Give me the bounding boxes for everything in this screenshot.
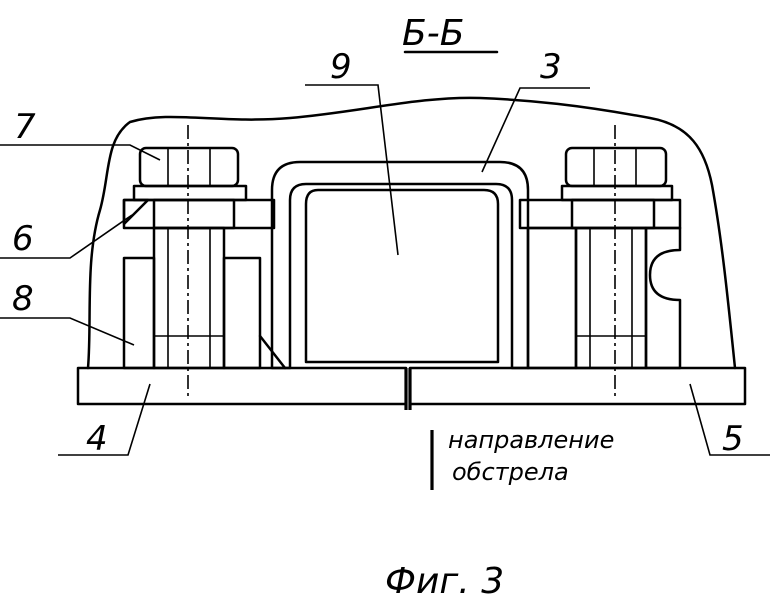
- section-title: Б-Б: [402, 13, 464, 54]
- right-sleeve-inner: [526, 226, 578, 370]
- callout-6: 6: [12, 219, 34, 259]
- callout-3: 3: [540, 47, 562, 87]
- leader-8: [0, 317, 135, 346]
- left-clip-6: [122, 198, 150, 226]
- right-bolt-shank: [574, 226, 648, 370]
- right-clamp-bracket: [644, 226, 682, 370]
- left-bolt-shank: [152, 226, 226, 370]
- leader-5: [689, 383, 770, 456]
- direction-note-line1: направление: [448, 426, 614, 454]
- direction-note-line2: обстрела: [452, 458, 569, 486]
- left-washer: [132, 184, 248, 202]
- right-washer-plate: [518, 198, 682, 230]
- base-plate-4: [76, 366, 408, 406]
- break-contour: [86, 96, 737, 370]
- right-washer: [560, 184, 674, 202]
- figure-caption: Фиг. 3: [385, 561, 504, 602]
- left-washer-plate: [122, 198, 276, 230]
- leader-7: [0, 144, 161, 161]
- leader-9: [305, 84, 399, 256]
- leader-3: [481, 87, 590, 173]
- cover-profile-3: [270, 160, 530, 370]
- leader-4: [58, 383, 151, 456]
- left-bolt-head-7: [138, 146, 240, 188]
- callout-4: 4: [86, 419, 108, 459]
- right-bolt-head: [564, 146, 668, 188]
- callout-8: 8: [12, 279, 34, 319]
- leader-6: [0, 214, 133, 259]
- left-sleeve-outer: [122, 256, 156, 370]
- filler-block-9: [304, 188, 500, 364]
- callout-5: 5: [722, 419, 744, 459]
- callout-7: 7: [14, 107, 36, 147]
- left-sleeve-inner: [222, 256, 262, 370]
- callout-9: 9: [330, 47, 352, 87]
